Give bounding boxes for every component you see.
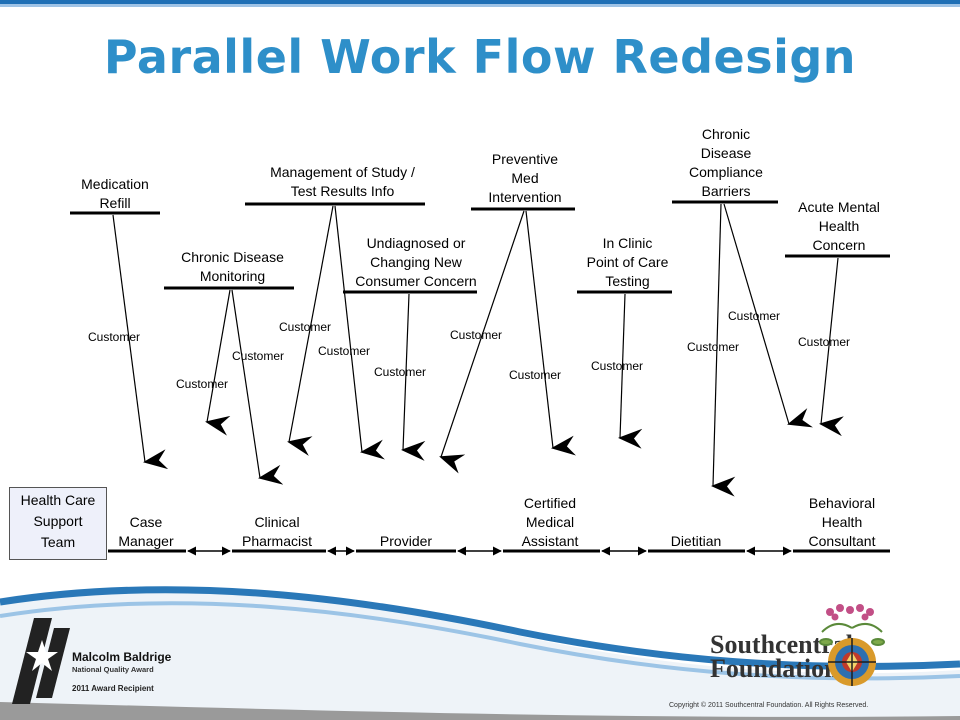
arrow-refill-case-manager [112,214,169,470]
team-box-label: Health Care Support Team [20,492,96,550]
customer-label: Customer [318,344,371,358]
customer-arrows [112,203,844,497]
footer-wave [0,586,960,720]
arrow-compliance-behavioral [723,203,813,428]
customer-label: Customer [728,309,781,323]
baldrige-award-logo: Malcolm Baldrige National Quality Award … [12,618,182,704]
process-chronic-disease-compliance: Chronic Disease Compliance Barriers [689,126,763,199]
role-clinical-pharmacist: Clinical Pharmacist [241,514,313,549]
customer-label: Customer [232,349,285,363]
award-year: 2011 Award Recipient [72,684,154,693]
arrow-preventive-cma [525,210,576,456]
top-accent-bar [0,0,960,7]
customer-label: Customer [176,377,229,391]
process-acute-mental-health: Acute Mental Health Concern [798,199,880,253]
customer-label: Customer [450,328,503,342]
role-certified-medical-assistant: Certified Medical Assistant [521,495,579,549]
arrow-compliance-dietitian [711,203,736,497]
role-behavioral-health-consultant: Behavioral Health Consultant [808,495,876,549]
process-chronic-disease-monitoring: Chronic Disease Monitoring [181,249,284,284]
process-preventive-med: Preventive Med Intervention [488,151,562,205]
arrow-monitoring-pharmacist [231,289,284,485]
health-care-support-team-box: Health Care Support Team [9,487,107,560]
arrow-testing-cma [618,293,643,449]
org-line2: Foundation [710,654,839,683]
arrow-monitoring-case-manager [205,289,231,436]
award-sub: National Quality Award [72,665,154,674]
customer-label: Customer [88,330,141,344]
arrow-undiagnosed-provider [401,293,426,461]
arrow-acute-behavioral [819,257,844,437]
process-management-of-study: Management of Study / Test Results Info [270,164,415,199]
process-bars [70,200,890,294]
slide-title: Parallel Work Flow Redesign [103,30,857,84]
arrow-preventive-provider [439,210,525,474]
process-undiagnosed: Undiagnosed or Changing New Consumer Con… [355,235,477,289]
customer-label: Customer [279,320,332,334]
copyright-text: Copyright © 2011 Southcentral Foundation… [669,702,869,709]
customer-label: Customer [509,368,562,382]
customer-label: Customer [798,335,851,349]
customer-label: Customer [687,340,740,354]
role-provider: Provider [379,533,433,549]
role-dietitian: Dietitian [670,533,722,549]
customer-label: Customer [374,365,427,379]
baldrige-emblem-icon [12,618,70,704]
award-name: Malcolm Baldrige [72,650,172,664]
role-case-manager: Case Manager [118,514,174,549]
process-medication-refill: Medication Refill [81,176,149,211]
customer-label: Customer [591,359,644,373]
process-in-clinic-testing: In Clinic Point of Care Testing [586,235,669,289]
foundation-emblem-icon [819,604,885,686]
arrow-study-provider [334,205,385,460]
arrow-study-pharmacist [287,205,334,456]
